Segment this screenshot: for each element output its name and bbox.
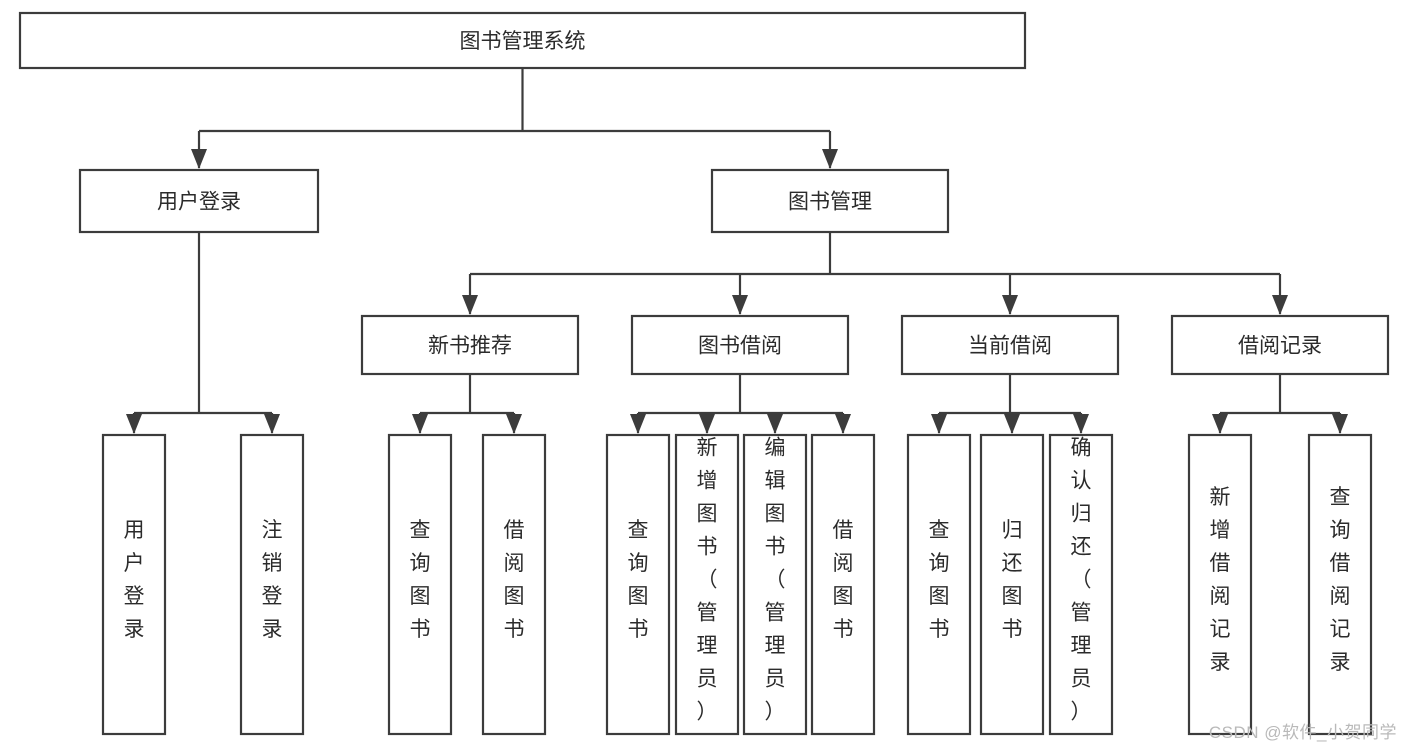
watermark-label: CSDN @软件_小贺同学 xyxy=(1208,723,1397,742)
node-leaf-7[interactable]: 借阅图书 xyxy=(810,433,876,736)
arrow-head-icon xyxy=(462,295,478,315)
node-label: 查询图书 xyxy=(410,519,431,641)
node-leaf-5[interactable]: 新增图书（管理员） xyxy=(674,433,740,736)
arrow-head-icon xyxy=(412,414,428,434)
node-leaf-12[interactable]: 查询借阅记录 xyxy=(1307,433,1373,736)
arrow-head-icon xyxy=(630,414,646,434)
node-leaf-6[interactable]: 编辑图书（管理员） xyxy=(742,433,808,736)
arrow-head-icon xyxy=(506,414,522,434)
node-leaf-11[interactable]: 新增借阅记录 xyxy=(1187,433,1253,736)
node-label: 借阅图书 xyxy=(504,519,525,641)
node-label: 用户登录 xyxy=(157,191,241,214)
node-level3-1[interactable]: 图书借阅 xyxy=(630,314,850,376)
arrow-head-icon xyxy=(732,295,748,315)
arrow-head-icon xyxy=(1212,414,1228,434)
arrow-head-icon xyxy=(1332,414,1348,434)
node-level3-3[interactable]: 借阅记录 xyxy=(1170,314,1390,376)
arrow-head-icon xyxy=(1073,414,1089,434)
node-label: 当前借阅 xyxy=(968,335,1052,358)
arrow-head-icon xyxy=(1272,295,1288,315)
node-leaf-9[interactable]: 归还图书 xyxy=(979,433,1045,736)
nodes-layer: 图书管理系统用户登录图书管理新书推荐图书借阅当前借阅借阅记录用户登录注销登录查询… xyxy=(18,11,1390,736)
arrow-head-icon xyxy=(699,414,715,434)
node-label: 图书管理 xyxy=(788,191,872,214)
connectors-layer xyxy=(126,68,1348,434)
node-label: 新增借阅记录 xyxy=(1210,486,1231,674)
node-label: 用户登录 xyxy=(124,519,145,641)
arrow-head-icon xyxy=(767,414,783,434)
node-label: 新增图书（管理员） xyxy=(697,437,718,724)
node-label: 归还图书 xyxy=(1002,519,1023,641)
arrow-head-icon xyxy=(835,414,851,434)
node-root-图书管理系统[interactable]: 图书管理系统 xyxy=(18,11,1027,70)
node-label: 注销登录 xyxy=(262,519,283,641)
arrow-head-icon xyxy=(1004,414,1020,434)
arrow-head-icon xyxy=(931,414,947,434)
node-label: 查询图书 xyxy=(929,519,950,641)
arrow-head-icon xyxy=(264,414,280,434)
node-leaf-1[interactable]: 注销登录 xyxy=(239,433,305,736)
node-level2-0[interactable]: 用户登录 xyxy=(78,168,320,234)
node-label: 编辑图书（管理员） xyxy=(765,437,786,724)
node-level2-1[interactable]: 图书管理 xyxy=(710,168,950,234)
node-label: 查询图书 xyxy=(628,519,649,641)
arrow-head-icon xyxy=(1002,295,1018,315)
node-label: 查询借阅记录 xyxy=(1330,486,1351,674)
node-level3-2[interactable]: 当前借阅 xyxy=(900,314,1120,376)
node-leaf-2[interactable]: 查询图书 xyxy=(387,433,453,736)
node-label: 图书借阅 xyxy=(698,335,782,358)
node-label: 新书推荐 xyxy=(428,335,512,358)
node-label: 借阅图书 xyxy=(833,519,854,641)
arrow-head-icon xyxy=(191,149,207,169)
node-leaf-3[interactable]: 借阅图书 xyxy=(481,433,547,736)
node-level3-0[interactable]: 新书推荐 xyxy=(360,314,580,376)
node-leaf-0[interactable]: 用户登录 xyxy=(101,433,167,736)
node-leaf-10[interactable]: 确认归还（管理员） xyxy=(1048,433,1114,736)
node-leaf-8[interactable]: 查询图书 xyxy=(906,433,972,736)
arrow-head-icon xyxy=(126,414,142,434)
node-label: 图书管理系统 xyxy=(460,30,586,53)
arrow-head-icon xyxy=(822,149,838,169)
node-label: 借阅记录 xyxy=(1238,335,1322,358)
node-label: 确认归还（管理员） xyxy=(1071,437,1092,724)
node-leaf-4[interactable]: 查询图书 xyxy=(605,433,671,736)
